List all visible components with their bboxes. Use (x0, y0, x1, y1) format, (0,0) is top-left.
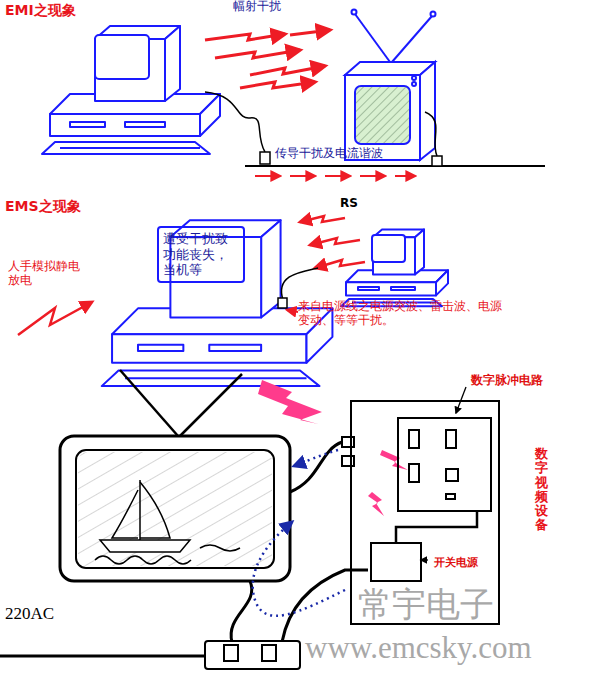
power-supply-box: 开关电源 (370, 542, 422, 582)
esd-label: 人手模拟静电放电 (8, 260, 86, 288)
watermark: www.emcsky.com (305, 630, 532, 666)
interference-bolt (380, 450, 408, 470)
interference-label: 幅射干扰 (233, 0, 281, 14)
coupling-path (253, 450, 345, 616)
tv-set (345, 10, 436, 161)
esd-spark (18, 302, 92, 335)
node-text: 数字脉冲电路 (471, 373, 543, 388)
section-title: EMS之现象 (5, 198, 81, 214)
tv-set (60, 370, 290, 581)
node-text: 遭受干扰致功能丧失，当机等 (163, 231, 239, 278)
screen-text-box: 遭受干扰致功能丧失，当机等 (157, 226, 245, 283)
leader-arrows (421, 387, 466, 560)
rs-arrows (300, 216, 365, 268)
radiated-arrows (205, 30, 330, 88)
screen (372, 235, 405, 262)
surge-arrow (287, 310, 298, 312)
surge-label: 来自电源线之电源突波、雷击波、电源变动、等等干扰。 (298, 300, 513, 328)
section-title: EMI之现象 (5, 2, 76, 18)
computer (42, 26, 220, 154)
watermark: 常宇电子 (358, 585, 494, 624)
sockets (342, 430, 458, 499)
wires (0, 442, 368, 656)
computer (102, 220, 333, 386)
power-strip (205, 641, 300, 669)
interference-bolt (258, 380, 322, 424)
wire-connector (396, 512, 477, 542)
node-text: 开关电源 (434, 556, 478, 570)
power-cables (205, 92, 545, 166)
rs-label: RS (340, 197, 358, 211)
interference-bolt (368, 492, 384, 516)
conducted-arrows (255, 175, 415, 177)
voltage-label: 220AC (5, 604, 54, 624)
circuit-box: 数字脉冲电路 (397, 417, 492, 512)
node-text: 数字视频设备 (535, 447, 548, 533)
screen (95, 35, 149, 79)
device-box: 数字视频设备数字脉冲电路开关电源 (350, 400, 500, 625)
interference-label: 传导干扰及电流谐波 (275, 147, 383, 161)
